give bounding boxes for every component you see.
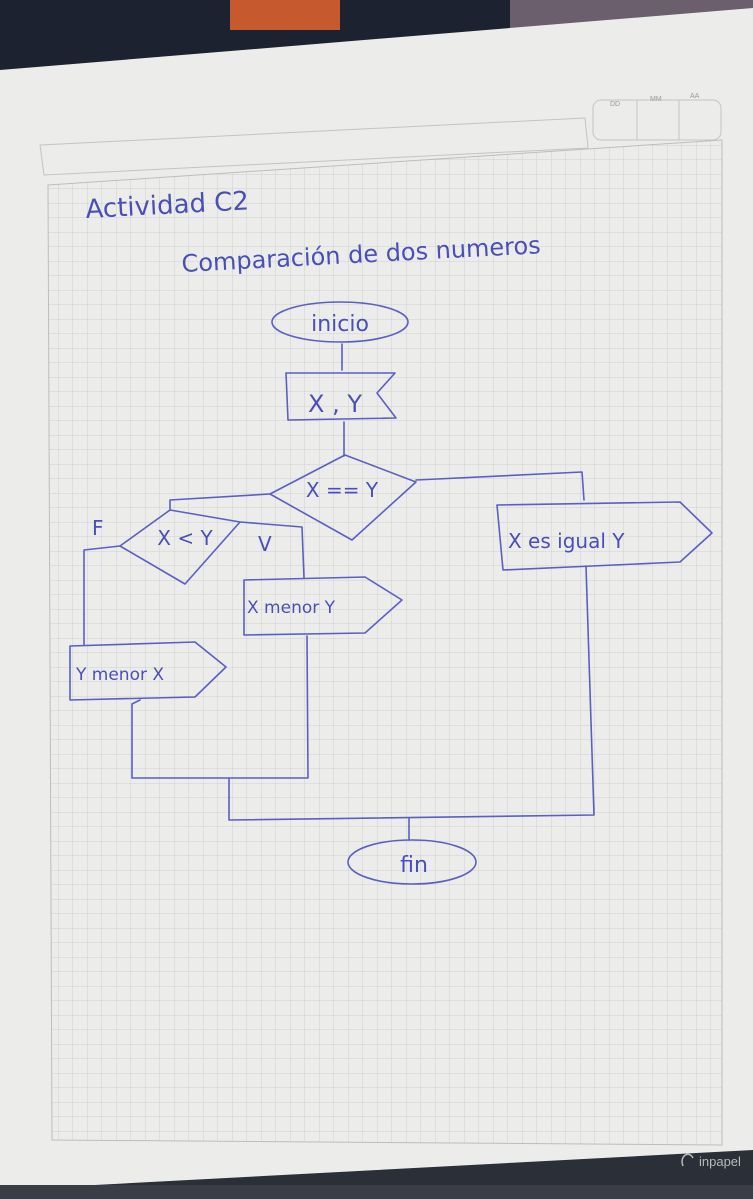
decision-less xyxy=(119,509,241,585)
start-label: inicio xyxy=(311,312,369,337)
start-terminal xyxy=(271,301,409,343)
output-x-less xyxy=(243,576,403,636)
brand-logo: inpapel xyxy=(681,1153,741,1169)
true-label: V xyxy=(258,532,272,556)
output-y-less xyxy=(69,641,227,701)
output-equal xyxy=(496,501,713,571)
grid-border xyxy=(47,139,723,1146)
date-box xyxy=(592,99,722,141)
bottom-edge xyxy=(0,1185,753,1199)
input-box xyxy=(285,372,397,421)
end-label: fin xyxy=(400,853,428,878)
date-label-month: MM xyxy=(650,96,662,103)
date-label-day: DD xyxy=(610,101,620,108)
output-x-less-label: X menor Y xyxy=(247,598,336,618)
brand-text: inpapel xyxy=(699,1154,741,1169)
header-line-box xyxy=(39,117,589,176)
output-y-less-label: Y menor X xyxy=(75,665,164,685)
top-orange-object xyxy=(230,0,340,30)
decision-less-label: X < Y xyxy=(157,526,213,550)
grid-area xyxy=(48,140,722,1145)
date-label-year: AA xyxy=(690,93,700,100)
false-label: F xyxy=(92,516,104,540)
output-equal-label: X es igual Y xyxy=(508,529,625,553)
end-terminal xyxy=(347,839,477,885)
decision-equal-label: X == Y xyxy=(306,478,379,502)
decision-equal xyxy=(269,454,417,541)
input-label: X , Y xyxy=(308,390,362,418)
